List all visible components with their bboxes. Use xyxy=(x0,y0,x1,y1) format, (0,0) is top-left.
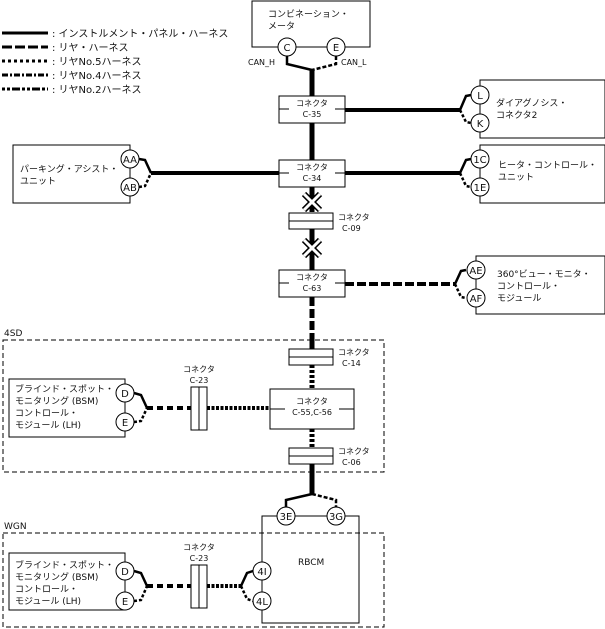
component-label: モニタリング (BSM) xyxy=(15,395,98,407)
connector-label: コネクタ xyxy=(338,348,370,357)
pin-label: 1E xyxy=(474,183,487,194)
region-wgn: WGN xyxy=(2,522,385,628)
pin-label: L xyxy=(477,91,483,102)
meter-label: コンビネーション・ xyxy=(268,9,349,20)
bsm-module-4sd: D E ブラインド・スポット・ モニタリング (BSM) コントロール・ モジュ… xyxy=(8,378,135,438)
connector-id: C-23 xyxy=(190,376,209,385)
connector-c09: コネクタ C-09 xyxy=(288,212,370,233)
can-l-label: CAN_L xyxy=(341,58,367,67)
rbcm-label: RBCM xyxy=(298,558,324,568)
connector-label: コネクタ xyxy=(183,543,215,552)
pin-label: AE xyxy=(469,266,482,277)
pin-label: C xyxy=(284,43,291,54)
connector-id: C-06 xyxy=(342,458,361,467)
diagnosis-connector-2: L K ダイアグノシス・ コネクタ2 xyxy=(470,79,605,139)
meter-label: メータ xyxy=(268,21,295,32)
region-4sd: 4SD xyxy=(2,329,385,473)
component-label: モジュール (LH) xyxy=(15,597,81,607)
pin-label: 4L xyxy=(256,597,268,608)
pin-label: 4I xyxy=(257,567,266,578)
can-h-label: CAN_H xyxy=(248,58,275,67)
component-label: ユニット xyxy=(20,177,56,187)
rbcm: 3E 3G 4I 4L RBCM xyxy=(252,506,360,624)
connector-id: C-34 xyxy=(303,174,322,183)
connector-id: C-09 xyxy=(342,224,361,233)
connector-c23-wgn: コネクタ C-23 xyxy=(183,543,215,609)
component-label: ユニット xyxy=(498,173,534,183)
pin-label: 1C xyxy=(473,155,486,166)
pin-label: 3G xyxy=(329,512,343,523)
pin-label: 3E xyxy=(280,512,293,523)
component-label: コネクタ2 xyxy=(496,110,537,121)
legend-label: : リヤNo.5ハーネス xyxy=(52,56,142,68)
splice-x-icon xyxy=(301,191,323,213)
connector-label: コネクタ xyxy=(296,163,328,172)
pin-label: E xyxy=(333,43,339,54)
connector-c35: コネクタ C-35 xyxy=(278,95,346,124)
legend-label: : リヤNo.2ハーネス xyxy=(52,84,142,96)
component-label: モジュール (LH) xyxy=(15,421,81,431)
connector-id: C-55,C-56 xyxy=(292,408,332,417)
pin-label: D xyxy=(121,567,129,578)
legend: : インストルメント・パネル・ハーネス : リヤ・ハーネス : リヤNo.5ハー… xyxy=(2,28,228,96)
bsm-module-wgn: D E ブラインド・スポット・ モニタリング (BSM) コントロール・ モジュ… xyxy=(8,552,135,611)
pin-label: AB xyxy=(123,183,137,194)
component-label: モニタリング (BSM) xyxy=(15,571,98,583)
view-360-monitor-module: AE AF 360°ビュー・モニタ・ コントロール・ モジュール xyxy=(466,255,605,315)
connector-id: C-63 xyxy=(303,284,322,293)
connector-c14: コネクタ C-14 xyxy=(288,348,370,368)
pin-label: AA xyxy=(123,155,137,166)
region-label: 4SD xyxy=(4,329,22,339)
connector-label: コネクタ xyxy=(296,397,328,406)
component-label: ブラインド・スポット・ xyxy=(15,383,114,395)
connector-c63: コネクタ C-63 xyxy=(278,269,346,298)
component-label: コントロール・ xyxy=(497,282,560,292)
parking-assist-unit: AA AB パーキング・アシスト・ ユニット xyxy=(12,144,140,204)
component-label: ブラインド・スポット・ xyxy=(15,559,114,571)
connector-label: コネクタ xyxy=(338,447,370,456)
pin-label: AF xyxy=(470,294,483,305)
connector-label: コネクタ xyxy=(296,273,328,282)
pin-label: E xyxy=(122,418,128,429)
legend-label: : インストルメント・パネル・ハーネス xyxy=(52,28,228,40)
component-label: パーキング・アシスト・ xyxy=(20,163,118,175)
component-label: 360°ビュー・モニタ・ xyxy=(497,269,591,280)
connector-c06: コネクタ C-06 xyxy=(288,447,370,467)
splice-x-icon xyxy=(301,237,323,259)
legend-label: : リヤ・ハーネス xyxy=(52,42,129,54)
connector-id: C-23 xyxy=(190,554,209,563)
connector-label: コネクタ xyxy=(296,99,328,108)
pin-label: E xyxy=(122,597,128,608)
combination-meter: コンビネーション・ メータ C E CAN_H CAN_L xyxy=(248,0,371,67)
heater-control-unit: 1C 1E ヒータ・コントロール・ ユニット xyxy=(470,144,605,204)
legend-label: : リヤNo.4ハーネス xyxy=(52,70,142,82)
connector-c34: コネクタ C-34 xyxy=(278,159,346,188)
pin-label: D xyxy=(121,389,129,400)
connector-id: C-35 xyxy=(303,110,322,119)
connector-label: コネクタ xyxy=(338,213,370,222)
pin-label: K xyxy=(477,119,484,130)
component-label: ヒータ・コントロール・ xyxy=(498,160,597,171)
connector-c55-c56: コネクタ C-55,C-56 xyxy=(269,388,355,430)
component-label: コントロール・ xyxy=(15,585,78,595)
component-label: ダイアグノシス・ xyxy=(496,97,567,109)
component-label: コントロール・ xyxy=(15,409,78,419)
region-label: WGN xyxy=(4,522,27,532)
connector-id: C-14 xyxy=(342,359,361,368)
connector-c23-4sd: コネクタ C-23 xyxy=(183,365,215,431)
component-label: モジュール xyxy=(497,294,541,304)
connector-label: コネクタ xyxy=(183,365,215,374)
